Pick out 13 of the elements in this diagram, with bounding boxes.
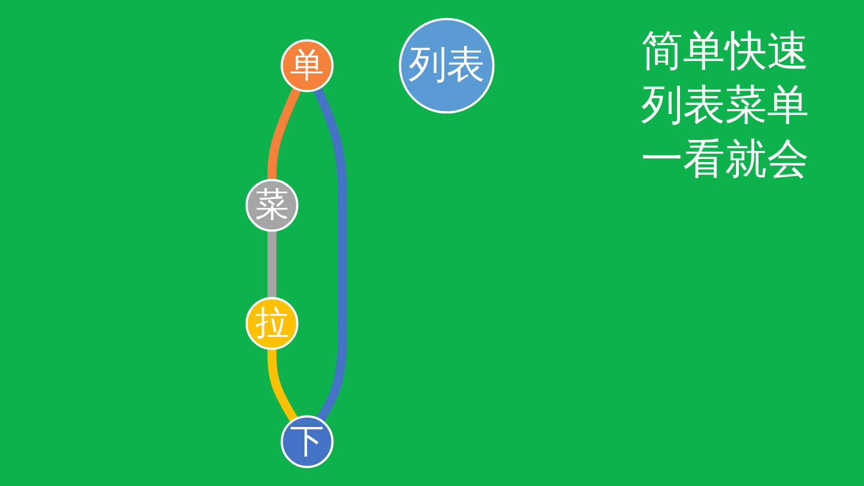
connector [267, 348, 298, 422]
node-circle [398, 18, 495, 114]
node-circle [245, 297, 298, 350]
connector [313, 87, 347, 422]
connector [267, 230, 276, 298]
slogan-text: 列表菜单 [640, 82, 810, 131]
node-circle [245, 178, 298, 232]
cycle-diagram: 单 下 列表 菜 拉 [150, 10, 590, 476]
node-circle [280, 415, 334, 468]
connector [267, 87, 302, 180]
slogan-text: 简单快速 [640, 28, 810, 77]
node-circle [280, 39, 334, 92]
slogan-text: 一看就会 [640, 136, 810, 185]
